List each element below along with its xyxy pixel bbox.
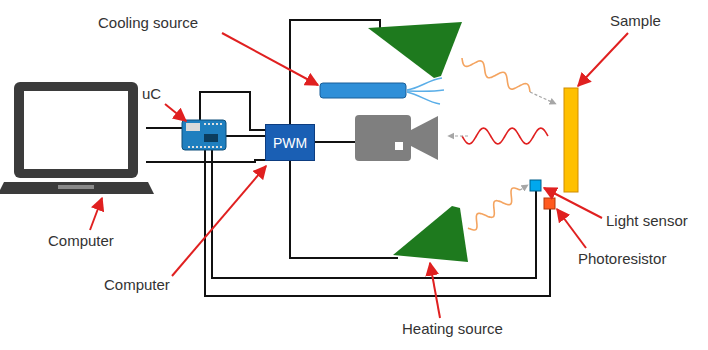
- wave-direction: [520, 185, 528, 190]
- wave-direction: [530, 92, 556, 104]
- cooling-source: [320, 78, 444, 104]
- wire: [212, 150, 536, 278]
- camera-icon: [355, 115, 438, 161]
- wave-direction: [448, 135, 468, 136]
- leader-arrow: [165, 104, 186, 121]
- sample-plate: [564, 88, 578, 192]
- wire: [315, 141, 355, 143]
- wave: [462, 128, 548, 144]
- laptop-icon: [0, 82, 154, 194]
- callout-label: uC: [142, 85, 161, 103]
- callout-label: Computer: [104, 276, 170, 294]
- photoresistor: [544, 198, 555, 209]
- wire: [200, 92, 265, 130]
- wire: [146, 127, 182, 129]
- wire: [290, 20, 380, 125]
- leader-arrow: [222, 33, 318, 85]
- bottom-horn-antenna: [393, 206, 468, 262]
- light-sensor: [530, 180, 541, 191]
- wire: [205, 150, 550, 296]
- wire: [226, 135, 265, 137]
- callout-label: Light sensor: [606, 212, 688, 230]
- microcontroller-board: [182, 120, 226, 150]
- callout-label: Photoresistor: [578, 250, 666, 268]
- wires: [146, 20, 550, 296]
- leader-arrow: [172, 166, 266, 276]
- leader-arrow: [578, 33, 628, 86]
- leader-arrow: [430, 263, 440, 318]
- pwm-box: PWM: [265, 124, 315, 161]
- callout-label: Heating source: [402, 320, 503, 338]
- callout-label: Computer: [48, 232, 114, 250]
- node-text: PWM: [273, 135, 307, 151]
- callout-label: Cooling source: [98, 14, 198, 32]
- waves: [448, 58, 556, 230]
- top-horn-antenna: [368, 22, 462, 78]
- leader-arrow: [544, 188, 602, 218]
- wire: [290, 160, 398, 258]
- callout-label: Sample: [610, 12, 661, 30]
- leader-arrow: [90, 198, 102, 230]
- leader-arrows: [90, 33, 628, 318]
- leader-arrow: [557, 209, 586, 248]
- wave: [462, 58, 530, 92]
- wave: [468, 188, 520, 230]
